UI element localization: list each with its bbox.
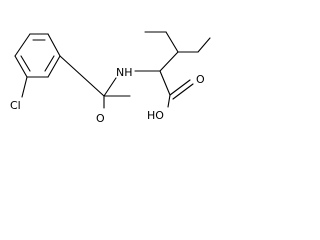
amine-bond — [103, 77, 117, 97]
acid-carbonyl-bond — [172, 83, 194, 100]
ring-inner-bond — [20, 55, 31, 72]
acid-carbonyl-bond — [169, 79, 191, 96]
carboxyl-bond — [159, 70, 171, 96]
side-chain-bond — [159, 51, 179, 72]
amine-label: NH — [116, 66, 133, 79]
aryl-bond — [59, 55, 105, 97]
cl-bond — [21, 76, 28, 98]
atom-labels: Cl NH O O HO — [10, 66, 205, 125]
ring-bond — [14, 55, 28, 78]
ring-bond — [47, 55, 61, 78]
ring-bond — [47, 33, 61, 57]
side-chain-bond — [197, 37, 211, 53]
structure-diagram: Cl NH O O HO — [10, 31, 211, 125]
bonds — [14, 31, 211, 109]
carbonyl-oxygen-label: O — [96, 112, 105, 125]
ethyl-bond — [165, 31, 179, 53]
acid-oxygen-label: O — [196, 73, 205, 86]
ring-bond — [14, 33, 31, 57]
hydroxyl-label: HO — [147, 109, 164, 122]
ring-inner-bond — [44, 55, 55, 72]
chlorine-label: Cl — [10, 99, 21, 112]
acid-hydroxyl-bond — [167, 94, 171, 108]
